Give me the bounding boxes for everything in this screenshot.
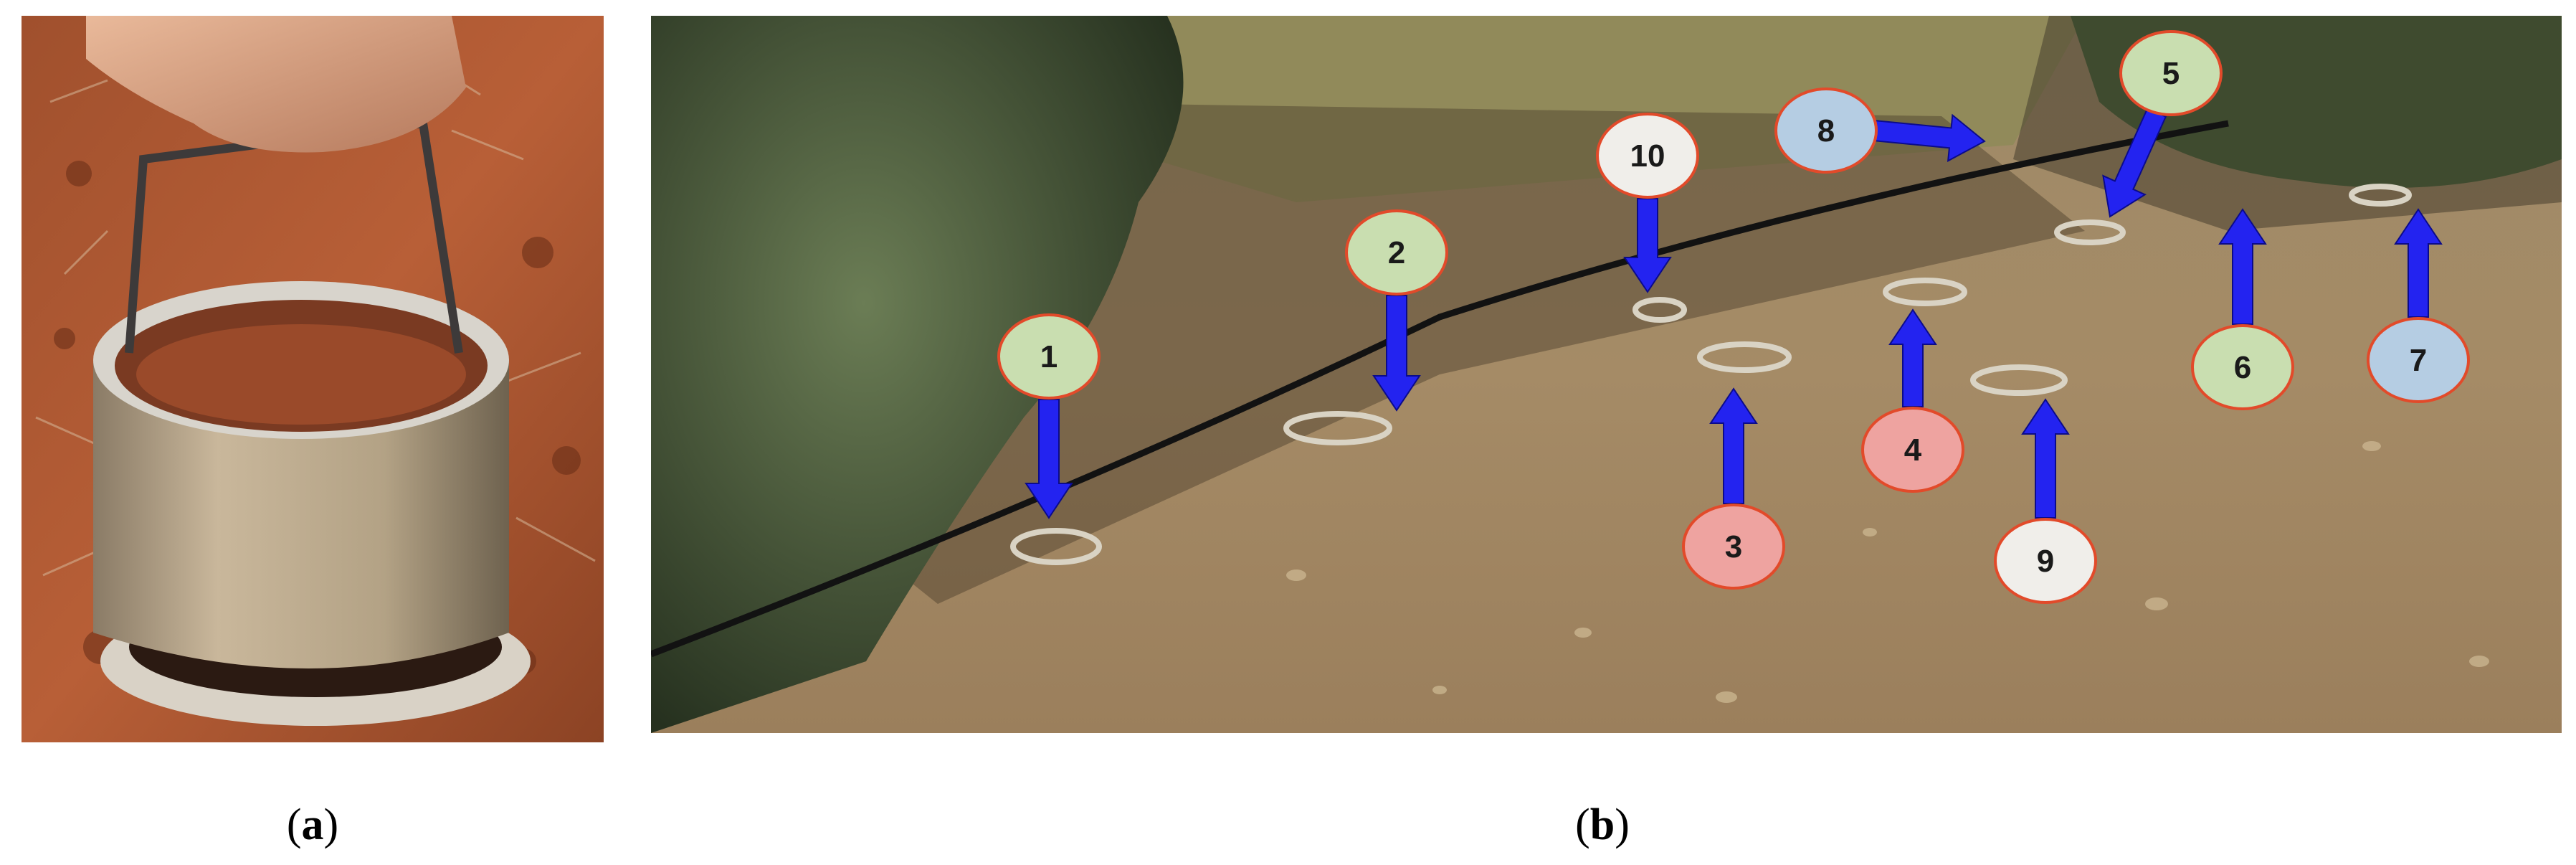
arrow-5: [2102, 107, 2167, 218]
marker-badge-4: [1861, 407, 1964, 493]
marker-4: 4: [1861, 407, 1964, 493]
arrow-3: [1709, 387, 1758, 504]
panel-a-photo: [22, 16, 604, 742]
marker-label-3: 3: [1725, 529, 1742, 564]
marker-1: 1: [997, 313, 1101, 400]
soil-cylinder-photo: [22, 16, 604, 742]
tree-shadow: [830, 102, 2085, 604]
collar-rings: [1010, 184, 2412, 565]
marker-3: 3: [1682, 504, 1785, 590]
arrow-group: [1025, 107, 2443, 519]
marker-6: 6: [2191, 324, 2294, 410]
arrow-7: [2394, 208, 2443, 318]
caption-a: (a): [286, 800, 339, 849]
arrow-9: [2021, 398, 2070, 519]
marker-label-8: 8: [1817, 113, 1835, 148]
sampling-cylinder: [93, 360, 509, 668]
marker-badge-10: [1596, 113, 1699, 199]
marker-9: 9: [1994, 518, 2097, 604]
marker-label-7: 7: [2410, 343, 2427, 378]
marker-label-6: 6: [2234, 350, 2251, 385]
marker-label-9: 9: [2037, 544, 2054, 579]
olive-tree-left: [651, 16, 1184, 733]
marker-label-10: 10: [1630, 138, 1665, 174]
marker-badge-5: [2119, 30, 2223, 116]
arrow-8: [1871, 113, 1986, 162]
marker-5: 5: [2119, 30, 2223, 116]
soil-clods: [54, 161, 581, 674]
drip-irrigation-line: [651, 120, 2229, 658]
marker-badge-7: [2367, 317, 2470, 403]
marker-group: 1 2 3 4 5 6 7 8 9 10: [997, 30, 2470, 604]
field-photo: 1 2 3 4 5 6 7 8 9 10: [651, 16, 2562, 733]
marker-7: 7: [2367, 317, 2470, 403]
marker-2: 2: [1345, 209, 1448, 296]
pebbles: [1286, 441, 2489, 703]
caption-b: (b): [1575, 800, 1630, 849]
arrow-4: [1888, 308, 1937, 407]
marker-label-2: 2: [1388, 235, 1405, 270]
arrow-1: [1025, 399, 1073, 519]
marker-label-5: 5: [2162, 56, 2180, 91]
panel-b-photo: 1 2 3 4 5 6 7 8 9 10: [651, 16, 2562, 733]
marker-10: 10: [1596, 113, 1699, 199]
marker-label-1: 1: [1040, 339, 1058, 374]
marker-8: 8: [1774, 88, 1878, 174]
arrow-10: [1623, 198, 1672, 293]
marker-badge-6: [2191, 324, 2294, 410]
marker-badge-2: [1345, 209, 1448, 296]
marker-badge-8: [1774, 88, 1878, 174]
hand: [86, 16, 466, 153]
arrow-2: [1372, 295, 1421, 412]
marker-label-4: 4: [1904, 432, 1922, 468]
marker-badge-9: [1994, 518, 2097, 604]
marker-badge-1: [997, 313, 1101, 400]
arrow-6: [2218, 208, 2267, 325]
marker-badge-3: [1682, 504, 1785, 590]
